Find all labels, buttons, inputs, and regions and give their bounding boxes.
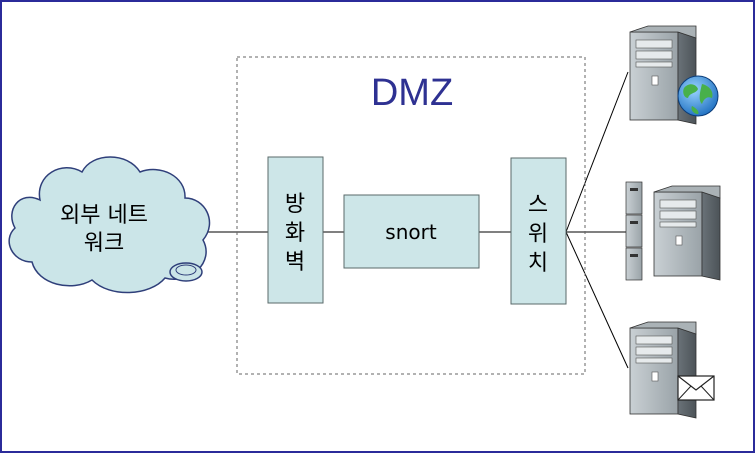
- firewall-label-char-3: 벽: [285, 250, 305, 275]
- switch-label-char-3: 치: [528, 251, 548, 276]
- globe-icon: [677, 75, 719, 117]
- switch-to-mail-server-line: [565, 231, 629, 369]
- firewall-node: 방 화 벽: [267, 156, 324, 304]
- snort-node: snort: [343, 194, 480, 269]
- connection-lines: [205, 71, 629, 369]
- server-tower-icon: [653, 185, 721, 281]
- switch-label-char-1: 스: [528, 193, 548, 218]
- envelope-icon: [677, 375, 715, 401]
- server-stack-icon: [625, 181, 643, 281]
- mail-server: [629, 321, 715, 419]
- switch-label-char-2: 위: [528, 222, 548, 247]
- switch-to-web-server-line: [565, 71, 629, 233]
- switch-node: 스 위 치: [510, 157, 567, 305]
- cloud-label-line2: 워크: [84, 231, 124, 256]
- server-tower-icon: [629, 321, 697, 419]
- dmz-zone: [236, 56, 586, 375]
- web-server: [629, 25, 719, 125]
- file-server: [625, 181, 721, 281]
- firewall-label-char-2: 화: [285, 221, 305, 246]
- snort-label: snort: [385, 220, 437, 244]
- external-network-cloud: 외부 네트 워크: [8, 156, 211, 294]
- dmz-title: DMZ: [371, 72, 453, 114]
- firewall-label-char-1: 방: [285, 192, 305, 217]
- cloud-label-line1: 외부 네트: [60, 203, 148, 228]
